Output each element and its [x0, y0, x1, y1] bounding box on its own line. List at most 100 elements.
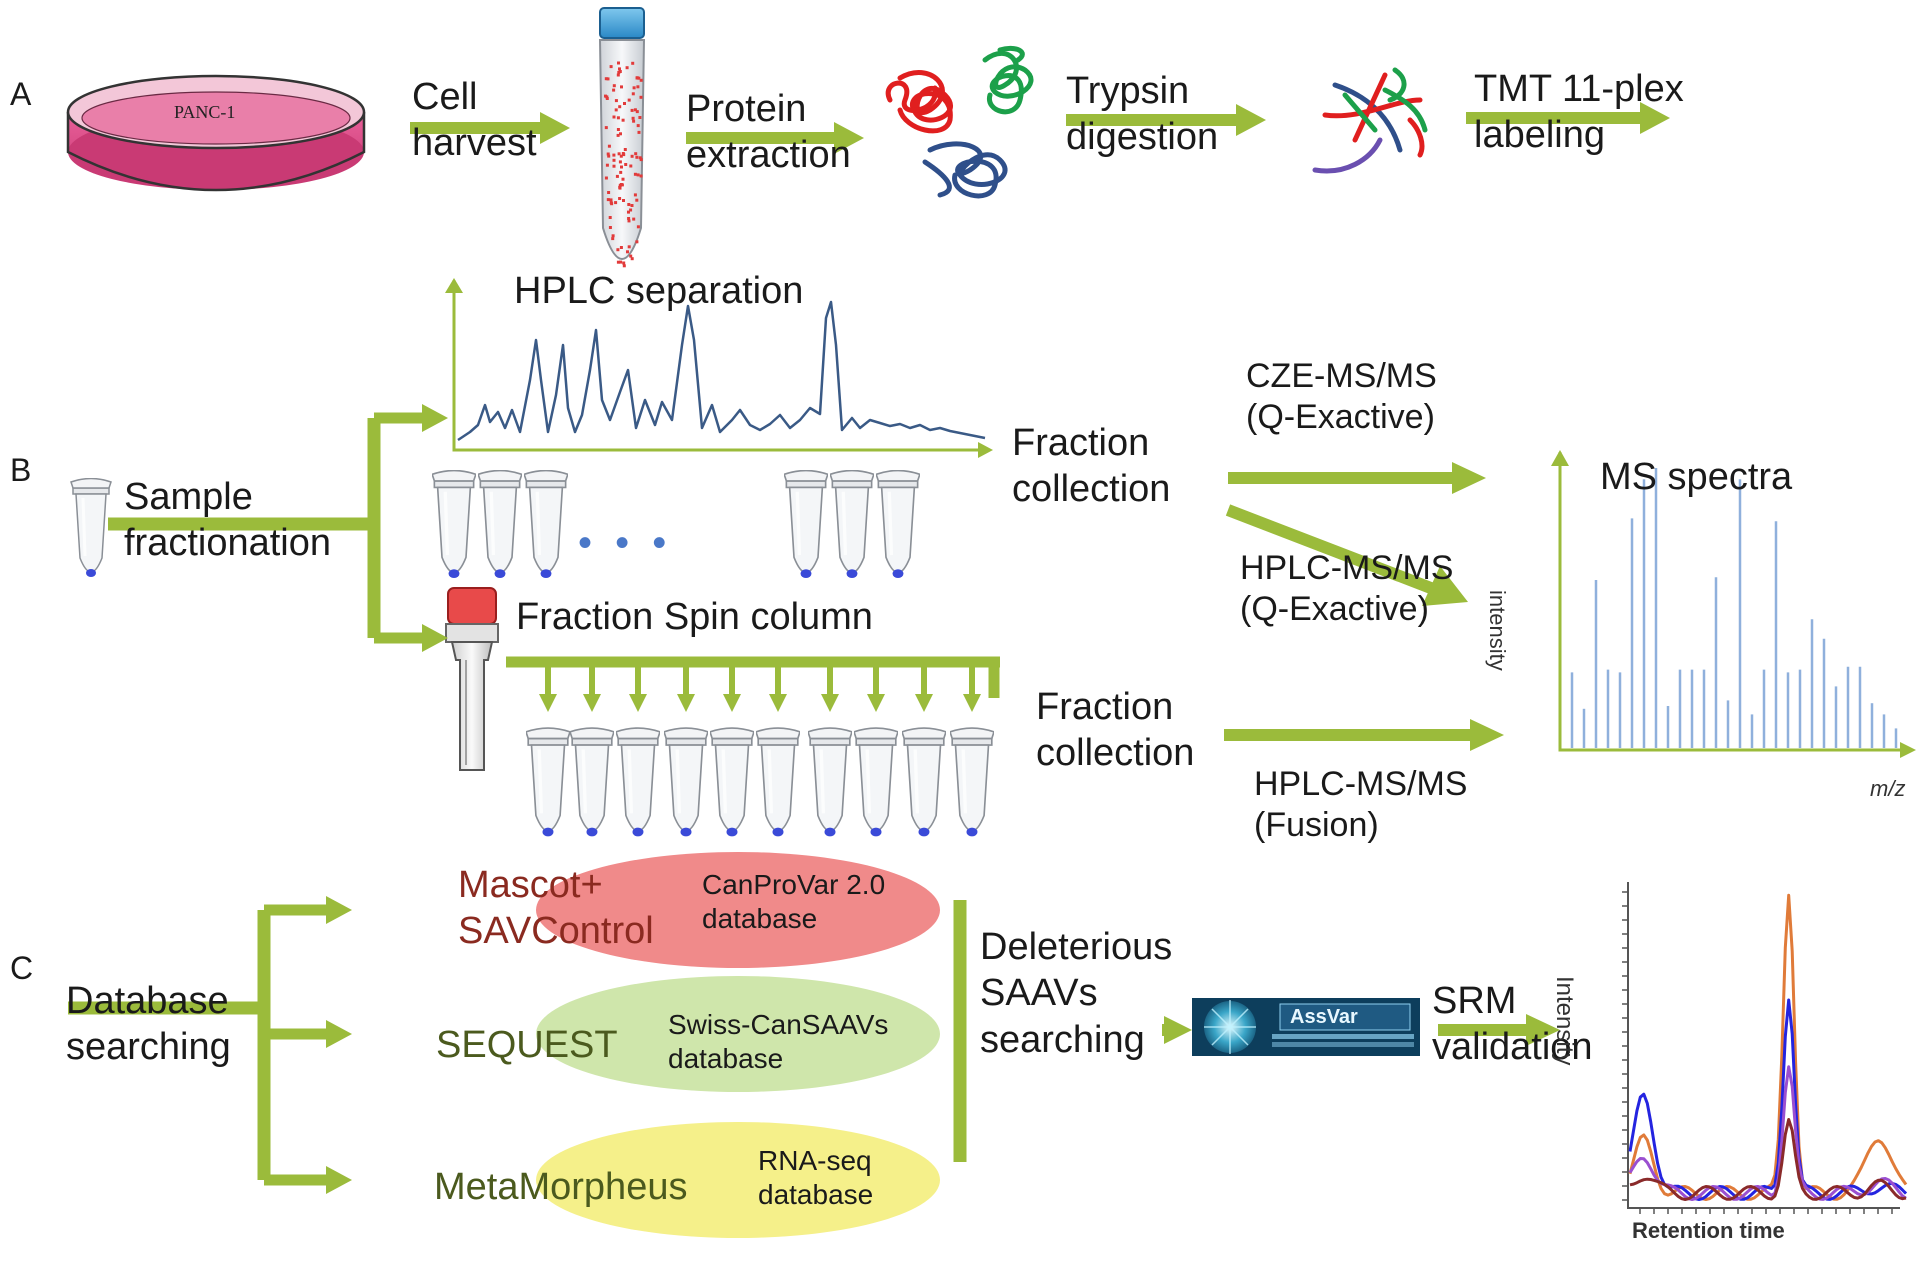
- tube-particle: [626, 250, 629, 254]
- tube-particle: [637, 130, 641, 134]
- engine-mascot-line-2: SAVControl: [458, 910, 654, 953]
- step-trypsin-digestion-line-1: Trypsin: [1066, 70, 1190, 112]
- tube-particle: [618, 197, 622, 200]
- database-searching-label: Database searching: [66, 978, 231, 1071]
- tube-particle: [624, 163, 628, 166]
- engine-ellipse: [536, 976, 940, 1092]
- tube-particle: [607, 191, 611, 194]
- hplc-ms-fusion-line-1: HPLC-MS/MS: [1254, 765, 1468, 803]
- fraction-collection-1-line-1: Fraction: [1012, 422, 1150, 464]
- tube-particle: [616, 248, 620, 252]
- tube-particle: [630, 154, 634, 158]
- tube-particle: [619, 154, 623, 158]
- tube-particle: [635, 240, 639, 244]
- distribution-arrowhead: [769, 694, 787, 712]
- spin-column-label: Fraction Spin column: [516, 596, 873, 638]
- tube-particle: [608, 216, 612, 219]
- tube-particle: [627, 245, 631, 249]
- tube-particle: [612, 115, 616, 119]
- engine-mascot-db-line-1: CanProVar 2.0: [702, 869, 886, 900]
- row-a-arrow-2: [686, 122, 864, 154]
- fraction-tube: [876, 470, 920, 580]
- protein-coil-icon: [885, 45, 1034, 199]
- fraction-tube: [756, 726, 800, 839]
- assvar-logo-text: AssVar: [1290, 1006, 1358, 1028]
- distribution-arrowhead: [629, 694, 647, 712]
- tube-particle: [612, 88, 616, 92]
- tube-particle: [617, 152, 621, 156]
- srm-intensity-axis-label: Intensity: [1551, 976, 1578, 1066]
- fraction-tube: [808, 726, 852, 839]
- tube-particle: [619, 260, 623, 264]
- tube-particle: [623, 102, 626, 105]
- tube-particle: [632, 119, 636, 123]
- tube-particle: [606, 77, 610, 81]
- spin-column-icon: [445, 587, 499, 771]
- tube-particle: [625, 66, 629, 70]
- fraction-tube: [570, 726, 614, 839]
- ms-mz-axis-label: m/z: [1870, 776, 1906, 801]
- tube-particle: [630, 204, 634, 207]
- step-trypsin-digestion-line-2: digestion: [1066, 116, 1219, 159]
- deleterious-line-1: Deleterious: [980, 926, 1173, 968]
- tube-particle: [627, 203, 631, 206]
- tube-particle: [627, 219, 631, 223]
- fraction-tubes-row-1: [432, 470, 920, 580]
- hplc-ms-fusion-line-2: (Fusion): [1254, 806, 1379, 845]
- distribution-arrowhead: [867, 694, 885, 712]
- tube-particle: [623, 148, 627, 151]
- tube-particle: [638, 156, 642, 160]
- srm-trace: [1628, 1065, 1907, 1201]
- tube-particle: [618, 67, 621, 71]
- step-protein-extraction: Protein extraction: [686, 86, 851, 179]
- tube-particle: [609, 198, 613, 202]
- fraction-tube: [526, 726, 570, 839]
- fraction-tube: [902, 726, 946, 839]
- srm-trace: [1628, 893, 1908, 1201]
- engine-metamorpheus-name: MetaMorpheus: [434, 1166, 688, 1208]
- fraction-tube: [432, 470, 476, 580]
- tube-particle: [630, 108, 634, 112]
- engine-mascot-database: CanProVar 2.0 database: [702, 868, 885, 936]
- tube-particle: [631, 92, 635, 96]
- fraction-tubes-row-2: [526, 726, 994, 839]
- cze-ms-line-1: CZE-MS/MS: [1246, 357, 1437, 395]
- tube-particle: [614, 108, 618, 112]
- tube-particle: [605, 97, 609, 100]
- dish-label: PANC-1: [174, 102, 236, 122]
- tube-particle: [622, 199, 625, 202]
- step-tmt-labeling: TMT 11-plex labeling: [1474, 66, 1684, 159]
- more-fractions-ellipsis: • • •: [578, 521, 673, 565]
- srm-retention-axis-label: Retention time: [1632, 1218, 1785, 1243]
- tube-particle: [614, 201, 618, 205]
- section-label-a: A: [10, 76, 32, 112]
- tube-particle: [618, 185, 622, 189]
- database-searching-line-1: Database: [66, 980, 229, 1022]
- row-a-arrow-1: [410, 112, 570, 144]
- distribution-arrowhead: [583, 694, 601, 712]
- tube-particle: [608, 226, 612, 229]
- hplc-ms-qe-label: HPLC-MS/MS (Q-Exactive): [1240, 548, 1453, 631]
- distribution-arrowhead: [821, 694, 839, 712]
- centrifuge-tube-icon: [598, 7, 646, 268]
- tube-particle: [631, 116, 635, 120]
- tube-particle: [622, 261, 626, 265]
- hplc-separation-title: HPLC separation: [514, 270, 804, 312]
- arrow-to-assvar: [1164, 1016, 1192, 1044]
- fraction-tube: [616, 726, 660, 839]
- step-protein-extraction-line-2: extraction: [686, 134, 851, 177]
- tube-particle: [633, 172, 637, 176]
- tube-particle: [637, 76, 641, 80]
- distribution-arrowhead: [723, 694, 741, 712]
- engine-mascot-db-line-2: database: [702, 903, 818, 935]
- tube-particle: [633, 108, 637, 112]
- distribution-arrowhead: [677, 694, 695, 712]
- row-a-arrow-3: [1066, 104, 1266, 136]
- database-searching-line-2: searching: [66, 1026, 231, 1069]
- engine-sequest-database: Swiss-CanSAAVs database: [668, 1008, 888, 1076]
- section-label-c: C: [10, 950, 34, 986]
- tube-particle: [627, 217, 631, 220]
- spin-column-distribution-arrows: [506, 656, 1000, 712]
- tube-particle: [627, 98, 631, 102]
